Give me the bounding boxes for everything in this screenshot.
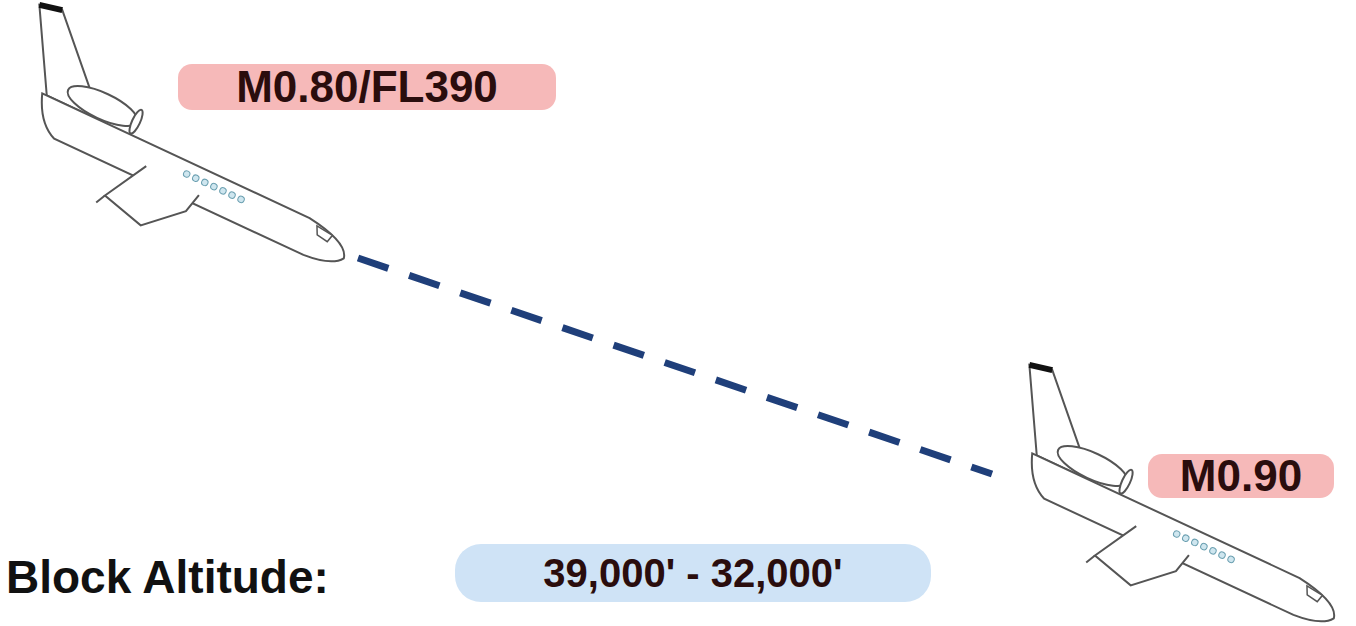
highlight-band: M0.80/FL390 xyxy=(178,64,556,110)
airplane xyxy=(963,360,1356,626)
airplane xyxy=(0,0,389,309)
speed-altitude-text: 39,000' - 32,000' xyxy=(543,551,842,596)
speed-altitude-text: M0.90 xyxy=(1180,451,1302,501)
separation-line xyxy=(358,258,992,474)
speed-altitude-text: M0.80/FL390 xyxy=(236,62,498,112)
highlight-band: M0.90 xyxy=(1148,454,1334,498)
highlight-band: 39,000' - 32,000' xyxy=(455,544,931,602)
block-altitude-label: Block Altitude: xyxy=(6,550,329,604)
